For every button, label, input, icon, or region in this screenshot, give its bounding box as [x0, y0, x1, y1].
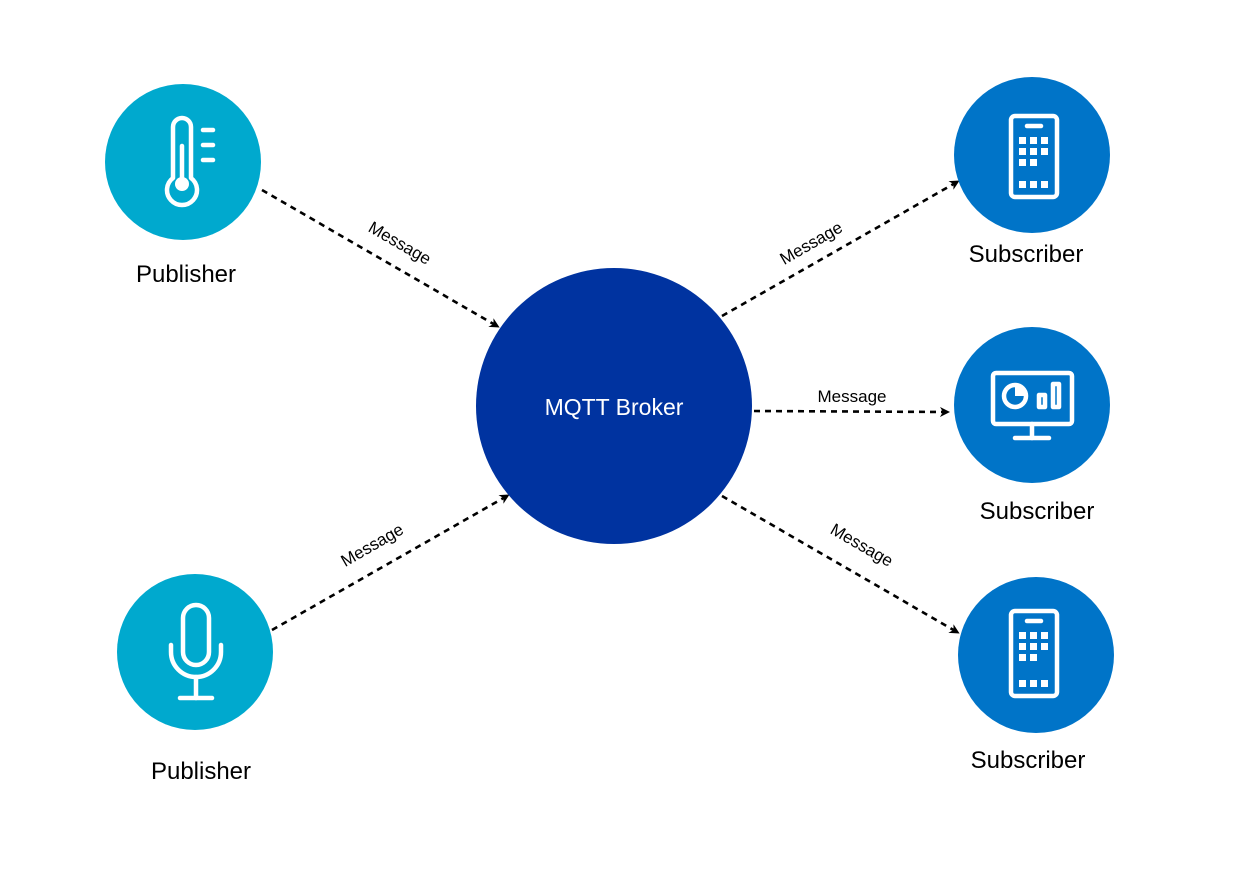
edge-line — [721, 494, 960, 634]
edge-line — [271, 494, 510, 632]
microphone-icon — [168, 602, 224, 701]
subscriber-node-1: Subscriber — [954, 77, 1110, 268]
thermometer-icon — [164, 115, 216, 208]
edge-line — [753, 406, 950, 417]
edge-publisher-1-to-broker: Message — [261, 188, 500, 328]
edge-label: Message — [777, 218, 846, 269]
broker-node: MQTT Broker — [476, 268, 752, 544]
edge-label: Message — [365, 218, 434, 269]
subscriber-node-3: Subscriber — [958, 577, 1114, 774]
broker-label: MQTT Broker — [545, 394, 684, 420]
broker-circle — [476, 268, 752, 544]
publisher-node-2: Publisher — [117, 574, 273, 785]
edge-broker-to-subscriber-3: Message — [721, 494, 960, 634]
monitor-dashboard-icon — [990, 370, 1075, 441]
subscriber-label: Subscriber — [971, 747, 1086, 774]
publisher-node-1: Publisher — [105, 84, 261, 288]
edge-label: Message — [338, 520, 407, 571]
edge-publisher-2-to-broker: Message — [271, 494, 510, 632]
edge-broker-to-subscriber-2: Message — [753, 387, 950, 417]
subscriber-label: Subscriber — [969, 241, 1084, 268]
subscriber-circle — [954, 327, 1110, 483]
publisher-label: Publisher — [136, 261, 236, 288]
subscriber-label: Subscriber — [980, 498, 1095, 525]
mobile-phone-icon — [1008, 113, 1060, 200]
publisher-label: Publisher — [151, 758, 251, 785]
edge-label: Message — [818, 387, 887, 406]
edge-line — [261, 188, 500, 328]
edge-line — [721, 180, 960, 318]
subscriber-node-2: Subscriber — [954, 327, 1110, 525]
mobile-phone-icon — [1008, 608, 1060, 699]
edge-broker-to-subscriber-1: Message — [721, 180, 960, 318]
publisher-circle — [117, 574, 273, 730]
